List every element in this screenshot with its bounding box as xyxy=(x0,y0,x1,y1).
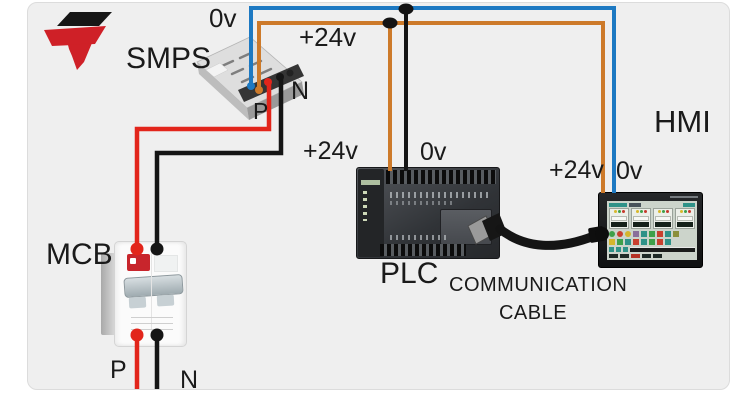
hmi-button xyxy=(609,238,615,245)
smps-terminal-neutral xyxy=(276,73,284,81)
gauge-indicator-lights xyxy=(654,209,672,215)
hmi-button xyxy=(620,253,629,258)
hmi-button xyxy=(609,230,615,237)
hmi-button xyxy=(617,238,623,245)
plc-io-markings-bottom xyxy=(390,235,446,240)
mcb-rating-label xyxy=(154,255,178,272)
plc-status-leds xyxy=(363,191,367,221)
hmi-button xyxy=(649,230,655,237)
hmi-header-segment xyxy=(629,203,641,207)
mcb-toggle-foot-left xyxy=(128,296,147,309)
label-hmi-24v: +24v xyxy=(549,156,604,184)
hmi-button xyxy=(609,253,618,258)
label-plc-24v: +24v xyxy=(303,137,358,165)
label-mcb-neutral: N xyxy=(180,366,199,394)
mcb-toggle-handle xyxy=(123,273,184,299)
label-smps-phase: P xyxy=(253,98,269,124)
mcb-spec-text-lines xyxy=(131,317,173,333)
gauge-meter xyxy=(677,216,693,222)
hmi-button xyxy=(665,230,671,237)
mcb-pole-divider xyxy=(151,249,152,337)
smps-terminal-phase xyxy=(264,78,272,86)
label-hmi: HMI xyxy=(654,104,711,139)
gauge-display xyxy=(633,222,649,228)
hmi-button xyxy=(649,238,655,245)
label-smps: SMPS xyxy=(126,42,212,75)
label-smps-neutral: N xyxy=(291,77,310,105)
label-comm-cable-line2: CABLE xyxy=(498,302,568,324)
hmi-button-row xyxy=(609,238,695,245)
hmi-button xyxy=(673,230,679,237)
mcb-unit xyxy=(101,241,187,347)
hmi-button xyxy=(631,253,640,258)
logo-red-bar xyxy=(44,26,106,46)
label-plc-0v: 0v xyxy=(420,138,447,166)
brand-logo-icon xyxy=(44,12,112,70)
hmi-button xyxy=(633,238,639,245)
gauge-indicator-lights xyxy=(676,209,694,215)
hmi-button xyxy=(665,238,671,245)
plc-io-markings-top xyxy=(390,192,492,198)
hmi-touchscreen xyxy=(607,201,697,260)
mcb-brand-label xyxy=(127,254,150,271)
hmi-header-segment xyxy=(683,203,695,207)
smps-terminal-24v xyxy=(255,86,263,94)
label-mcb: MCB xyxy=(46,238,113,271)
hmi-screen-header xyxy=(609,203,695,207)
gauge-indicator-lights xyxy=(632,209,650,215)
gauge-display xyxy=(655,222,671,228)
hmi-gauge xyxy=(653,208,673,230)
hmi-progress-bar xyxy=(630,246,695,252)
gauge-display xyxy=(677,222,693,228)
gauge-display xyxy=(611,222,627,228)
hmi-button xyxy=(653,253,662,258)
plc-unit xyxy=(356,167,500,259)
smps-label-sticker xyxy=(205,62,229,78)
gauge-meter xyxy=(611,216,627,222)
hmi-button xyxy=(633,230,639,237)
hmi-button xyxy=(623,246,628,252)
hmi-button xyxy=(609,246,614,252)
label-smps-24v: +24v xyxy=(299,22,357,52)
logo-black-shape xyxy=(57,12,112,26)
hmi-header-segment xyxy=(609,203,627,207)
hmi-footer-row xyxy=(609,253,695,258)
hmi-button xyxy=(657,230,663,237)
hmi-unit xyxy=(598,192,703,268)
hmi-gauge xyxy=(631,208,651,230)
hmi-button xyxy=(625,230,631,237)
hmi-gauge xyxy=(609,208,629,230)
plc-io-markings-top2 xyxy=(390,201,454,205)
gauge-meter xyxy=(633,216,649,222)
logo-red-stem xyxy=(68,43,92,70)
plc-bottom-terminal-strip xyxy=(380,244,466,256)
label-comm-cable-line1: COMMUNICATION xyxy=(449,274,628,296)
label-mcb-phase: P xyxy=(110,356,127,384)
hmi-gauge xyxy=(675,208,695,230)
plc-brand-strip xyxy=(361,180,380,185)
mcb-din-rail xyxy=(101,253,118,335)
gauge-meter xyxy=(655,216,671,222)
plc-access-door xyxy=(440,209,492,245)
smps-terminal-spare xyxy=(286,69,294,77)
smps-terminal-0v xyxy=(247,82,255,90)
label-hmi-0v: 0v xyxy=(616,157,643,185)
mcb-toggle-foot-right xyxy=(156,294,175,307)
hmi-button xyxy=(641,238,647,245)
hmi-button xyxy=(617,230,623,237)
plc-top-terminal-strip xyxy=(386,170,496,184)
hmi-bottom-row xyxy=(609,246,695,252)
hmi-button xyxy=(616,246,621,252)
hmi-button xyxy=(657,238,663,245)
label-smps-0v: 0v xyxy=(209,3,237,33)
hmi-button-row xyxy=(609,230,695,237)
hmi-button xyxy=(642,253,651,258)
hmi-brand-mark xyxy=(670,196,698,198)
hmi-gauge-row xyxy=(609,208,695,230)
gauge-indicator-lights xyxy=(610,209,628,215)
hmi-button xyxy=(641,230,647,237)
label-plc: PLC xyxy=(380,257,439,290)
hmi-button xyxy=(625,238,631,245)
